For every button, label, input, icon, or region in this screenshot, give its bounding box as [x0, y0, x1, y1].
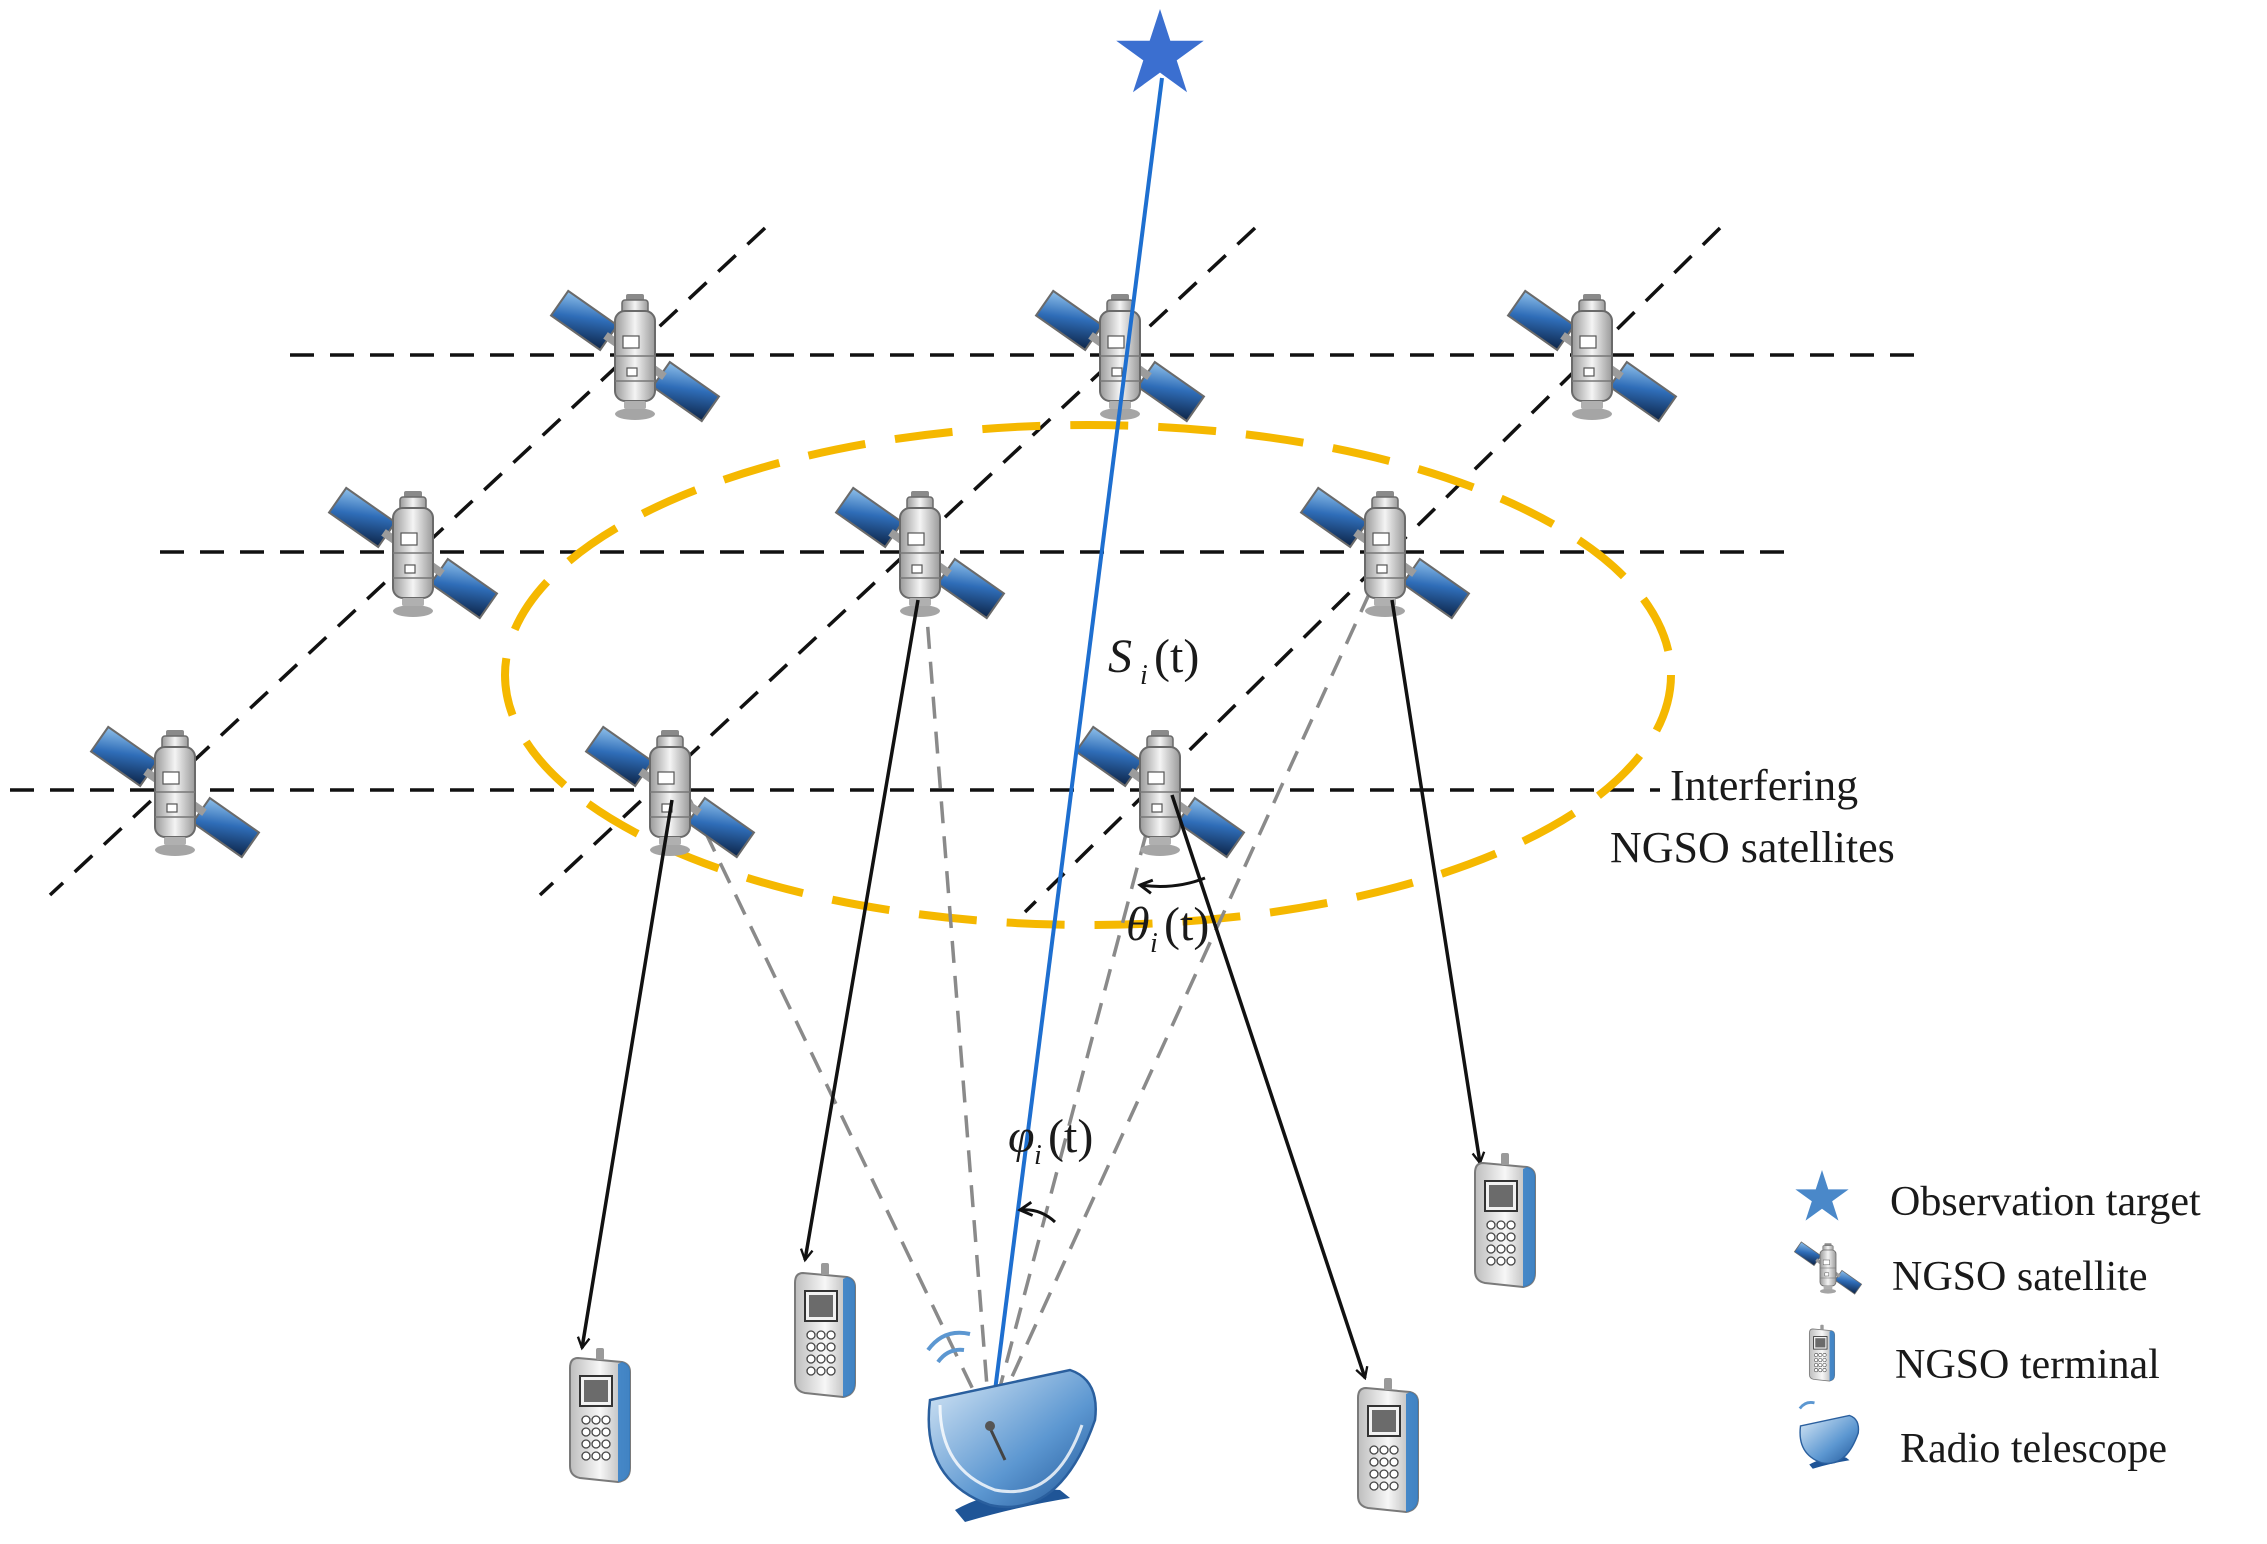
- angle-label-theta: θ i (t): [1126, 898, 1209, 959]
- satellite-icon: [1075, 725, 1245, 859]
- terminal-icon: [794, 1262, 856, 1398]
- terminal-icon: [1357, 1377, 1419, 1513]
- interference-link: [988, 591, 1372, 1426]
- terminal-icon: [1474, 1152, 1536, 1288]
- satellite-icon: [1794, 1241, 1862, 1295]
- downlink-arrow: [582, 799, 674, 1348]
- s-symbol: S: [1108, 630, 1132, 683]
- legend-item-radio-telescope: Radio telescope: [1798, 1401, 2167, 1472]
- angle-label-phi: φ i (t): [1008, 1110, 1093, 1171]
- theta-angle-arc: [1140, 876, 1206, 886]
- phi-angle-arc: [1020, 1210, 1057, 1224]
- legend-label: NGSO terminal: [1895, 1342, 2160, 1388]
- radio-telescope-icon: [926, 1330, 1097, 1522]
- star-icon: [1795, 1170, 1849, 1221]
- legend-label: NGSO satellite: [1892, 1254, 2147, 1300]
- satellite-icon: [328, 486, 498, 620]
- ngso-satellites: [90, 289, 1677, 859]
- observation-line: [988, 77, 1164, 1431]
- phi-argument: (t): [1048, 1110, 1093, 1163]
- interfering-label-line2: NGSO satellites: [1610, 823, 1895, 872]
- legend-item-observation-target: Observation target: [1795, 1170, 2201, 1225]
- satellite-icon: [585, 725, 755, 859]
- theta-symbol: θ: [1126, 898, 1150, 951]
- s-subscript: i: [1140, 660, 1148, 691]
- interference-link: [923, 591, 992, 1426]
- satellite-icon: [90, 725, 260, 859]
- interference-link: [988, 799, 1157, 1426]
- downlink-arrow: [1390, 599, 1480, 1163]
- legend-label: Radio telescope: [1900, 1426, 2167, 1472]
- phi-symbol: φ: [1008, 1110, 1035, 1163]
- signal-label-s: S i (t): [1108, 630, 1199, 691]
- interfering-label-line1: Interfering: [1670, 761, 1858, 810]
- downlinks: [582, 599, 1480, 1378]
- theta-argument: (t): [1164, 898, 1209, 951]
- interference-links: [688, 591, 1372, 1426]
- terminal-icon: [1808, 1324, 1836, 1382]
- interference-link: [688, 799, 992, 1426]
- legend-label: Observation target: [1890, 1179, 2201, 1225]
- s-argument: (t): [1154, 630, 1199, 683]
- downlink-arrow: [1170, 794, 1365, 1378]
- downlink-arrow: [805, 599, 920, 1260]
- phi-subscript: i: [1034, 1140, 1042, 1171]
- interference-region-ellipse: [501, 421, 1675, 929]
- legend-item-ngso-terminal: NGSO terminal: [1808, 1324, 2160, 1388]
- radio-telescope-icon: [1798, 1401, 1860, 1469]
- terminal-icon: [569, 1347, 631, 1483]
- legend-item-ngso-satellite: NGSO satellite: [1794, 1241, 2147, 1300]
- legend: Observation target NGSO satellite NGSO t…: [1794, 1170, 2201, 1472]
- theta-subscript: i: [1150, 928, 1158, 959]
